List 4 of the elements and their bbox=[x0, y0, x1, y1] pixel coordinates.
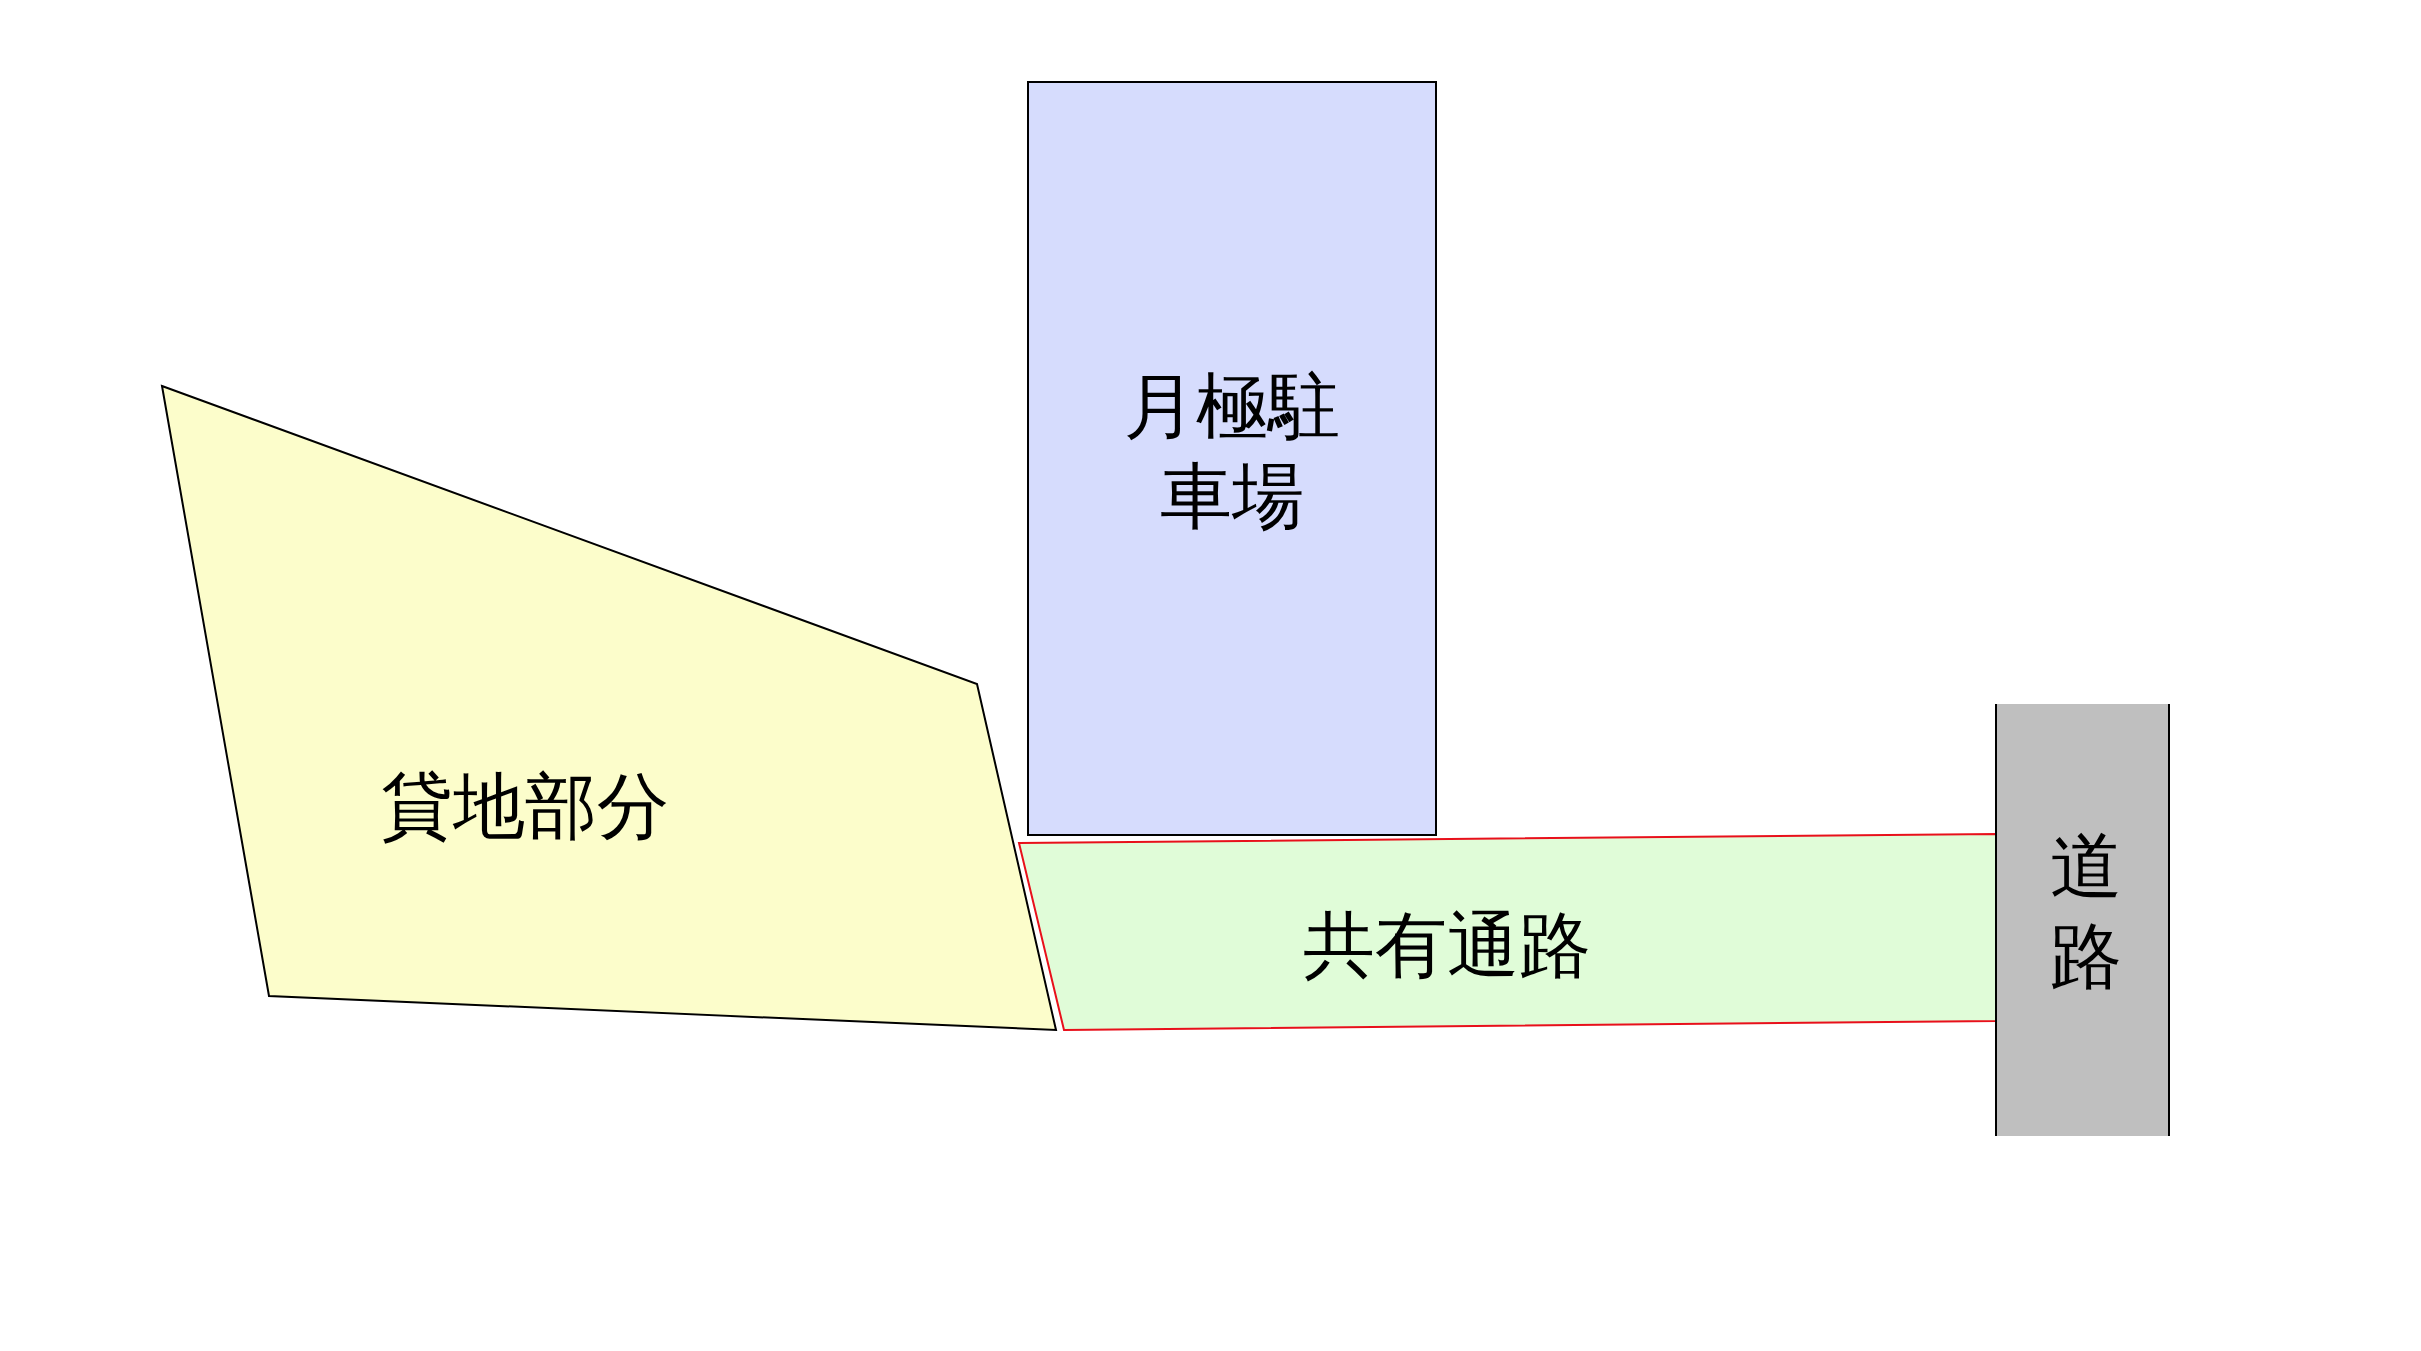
area-label: 月極駐車場 bbox=[1123, 363, 1341, 540]
area-label: 貸地部分 bbox=[381, 763, 669, 850]
area-label: 道路 bbox=[2049, 823, 2123, 1000]
area-label: 共有通路 bbox=[1303, 902, 1591, 989]
